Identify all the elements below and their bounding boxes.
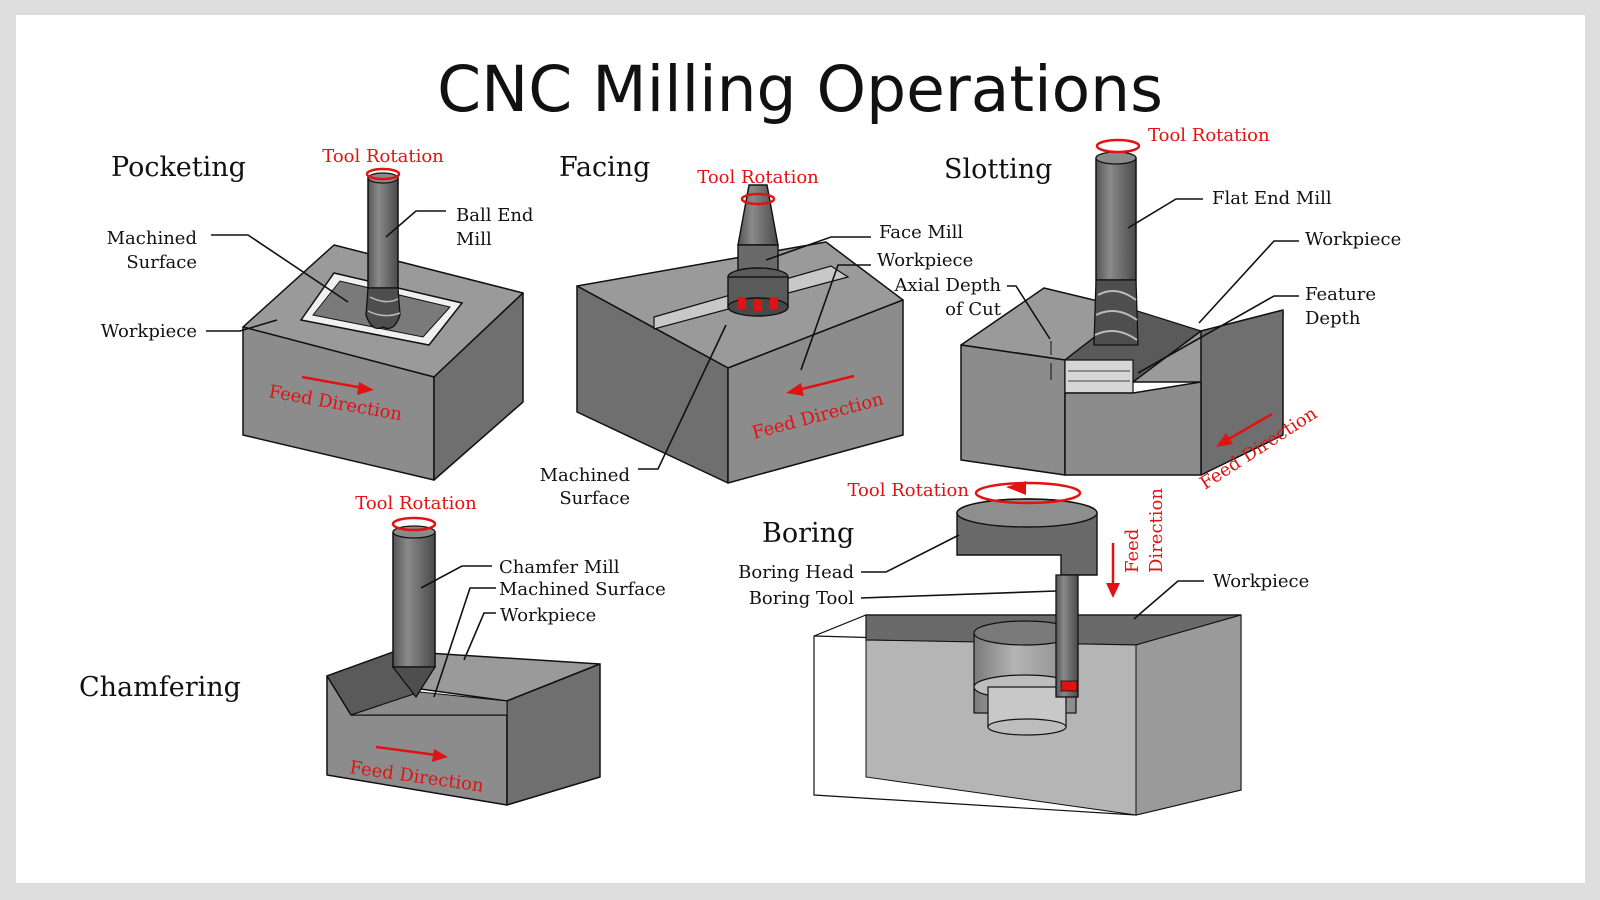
facing-rotation-icon xyxy=(740,192,776,206)
flat-end-mill-flutes xyxy=(1093,279,1139,346)
facing-feed-arrow xyxy=(786,383,804,396)
pocketing-tool-label-1: Ball End xyxy=(456,205,533,226)
boring-feed-label-1: Feed xyxy=(1122,529,1143,573)
pocketing-rotation-icon xyxy=(365,167,401,181)
chamfering-block-side xyxy=(506,663,601,806)
boring-tool xyxy=(1055,574,1079,698)
slotting-feature-label-1: Feature xyxy=(1305,284,1376,305)
pocketing-surface-label-2: Surface xyxy=(126,252,197,273)
boring-workpiece-label: Workpiece xyxy=(1213,571,1309,592)
pocketing-workpiece-label: Workpiece xyxy=(101,321,197,342)
ball-end-mill-flutes xyxy=(365,287,401,330)
ball-end-mill-shank xyxy=(367,177,399,289)
chamfering-surface-label: Machined Surface xyxy=(499,579,666,600)
slotting-workpiece-label: Workpiece xyxy=(1305,229,1401,250)
pocketing-tool-label-2: Mill xyxy=(456,229,492,250)
slotting-rotation-icon xyxy=(1095,138,1141,154)
chamfering-section: Chamfering Tool Rotation Chamfer Mill Ma… xyxy=(79,493,666,806)
chamfering-tool-rotation-label: Tool Rotation xyxy=(355,493,477,514)
pocketing-surface-label-1: Machined xyxy=(107,228,197,249)
pocketing-heading: Pocketing xyxy=(111,152,246,183)
boring-head-label: Boring Head xyxy=(738,562,854,583)
boring-rotation-icon xyxy=(974,481,1082,505)
slotting-heading: Slotting xyxy=(944,154,1052,185)
facing-section: Facing Tool Rotation Face Mill Workpiece… xyxy=(540,152,974,509)
flat-end-mill-shank xyxy=(1095,157,1137,281)
boring-feed-arrow xyxy=(1106,583,1120,598)
facing-block-front xyxy=(727,299,904,484)
facing-surface-label-1: Machined xyxy=(540,465,630,486)
facing-heading: Facing xyxy=(559,152,650,183)
slotting-front xyxy=(1064,381,1202,476)
chamfer-mill-tip xyxy=(391,666,437,699)
chamfer-mill-shank xyxy=(392,531,436,668)
facing-tool-label: Face Mill xyxy=(879,222,963,243)
slotting-feed-arrow xyxy=(1216,433,1233,447)
chamfering-tool-label: Chamfer Mill xyxy=(499,557,620,578)
boring-heading: Boring xyxy=(762,518,854,549)
slotting-slot xyxy=(1064,359,1134,394)
boring-section: Boring Tool Rotation Feed Direction xyxy=(738,480,1309,816)
boring-feed-label-2: Direction xyxy=(1146,488,1167,573)
pocketing-block-side xyxy=(433,292,524,481)
slotting-tool-rotation-label: Tool Rotation xyxy=(1148,125,1270,146)
slotting-tool-label: Flat End Mill xyxy=(1212,188,1332,209)
diagram-frame: CNC Milling Operations Pocketing Tool Ro… xyxy=(16,15,1585,883)
facing-surface-label-2: Surface xyxy=(559,488,630,509)
pocketing-section: Pocketing Tool Rotation Ball End Mill Ma… xyxy=(101,146,533,481)
slotting-axial-label-1: Axial Depth xyxy=(893,275,1001,296)
pocketing-feed-arrow xyxy=(357,382,374,395)
chamfering-heading: Chamfering xyxy=(79,672,241,703)
page-title: CNC Milling Operations xyxy=(437,53,1163,126)
slotting-axial-label-2: of Cut xyxy=(945,299,1002,320)
chamfering-workpiece-label: Workpiece xyxy=(500,605,596,626)
slotting-section: Slotting Tool Rotation Flat End Mill Wor… xyxy=(893,125,1401,494)
boring-tool-label: Boring Tool xyxy=(749,588,855,609)
boring-tool-rotation-label: Tool Rotation xyxy=(847,480,969,501)
pocketing-tool-rotation-label: Tool Rotation xyxy=(322,146,444,167)
diagram-canvas: CNC Milling Operations Pocketing Tool Ro… xyxy=(79,53,1401,816)
facing-tool-rotation-label: Tool Rotation xyxy=(697,167,819,188)
chamfering-feed-arrow xyxy=(432,749,448,762)
slotting-feature-label-2: Depth xyxy=(1305,308,1361,329)
facing-workpiece-label: Workpiece xyxy=(877,250,973,271)
chamfering-rotation-icon xyxy=(391,516,437,532)
